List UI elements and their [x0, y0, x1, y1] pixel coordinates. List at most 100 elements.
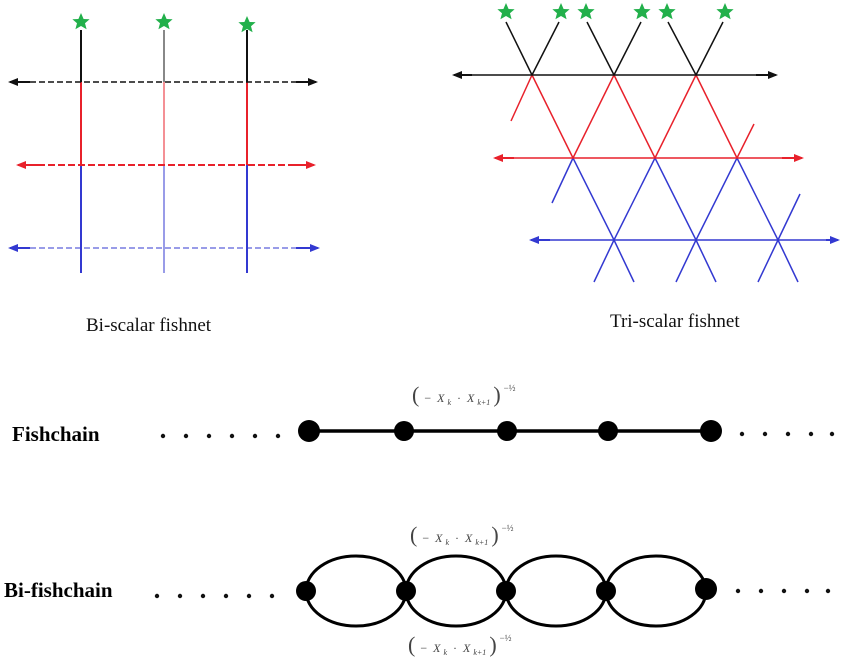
diagonal-line [654, 157, 697, 241]
chain-loop [504, 554, 608, 628]
ellipsis-dot [246, 593, 252, 599]
diagonal-line [777, 239, 799, 283]
ellipsis-dot [160, 433, 166, 439]
diagonal-line [736, 157, 779, 241]
diagonal-line [695, 21, 724, 76]
star-icon [716, 3, 734, 20]
diagonal-line [695, 74, 738, 159]
ellipsis-dot [200, 593, 206, 599]
chain-node [394, 421, 414, 441]
bi-scalar-horizontal-lines [8, 78, 320, 252]
bifishchain-left-dots [154, 593, 275, 599]
chain-node [296, 581, 316, 601]
ellipsis-dot [252, 433, 258, 439]
formula-minus: − [422, 531, 429, 545]
star-icon [552, 3, 570, 20]
diagonal-line [757, 239, 779, 283]
ellipsis-dot [735, 588, 741, 594]
star-icon [155, 13, 173, 30]
diagonal-line [572, 74, 615, 159]
formula-x: X [432, 641, 441, 655]
formula-close-paren: ) [493, 382, 500, 407]
fishchain-right-dots [739, 431, 835, 437]
chain-node [700, 420, 722, 442]
formula-open-paren: ( [410, 522, 417, 547]
ellipsis-dot [229, 433, 235, 439]
diagonal-line [613, 157, 656, 241]
formula-x: X [436, 391, 445, 405]
formula-x: X [462, 641, 471, 655]
chain-node [596, 581, 616, 601]
formula-minus: − [424, 391, 431, 405]
ellipsis-dot [781, 588, 787, 594]
diagonal-line [531, 74, 574, 159]
ellipsis-dot [154, 593, 160, 599]
formula-subscript: k+1 [477, 398, 490, 407]
svg-text:( − X: ( − X k · X k+1 ) −½ [410, 522, 514, 548]
diagonal-line [613, 74, 656, 159]
bifishchain-formula-top: ( − X k · X k+1 ) −½ [410, 522, 514, 548]
tri-scalar-red-diagonals [510, 74, 755, 159]
chain-loop [404, 554, 508, 628]
chain-loop [604, 554, 708, 628]
ellipsis-dot [804, 588, 810, 594]
svg-text:( − X: ( − X k · X k+1 ) −½ [408, 632, 512, 658]
formula-open-paren: ( [412, 382, 419, 407]
diagonal-line [505, 21, 533, 76]
diagonal-line [613, 239, 635, 283]
formula-dot: · [453, 641, 457, 655]
ellipsis-dot [275, 433, 281, 439]
fishchain-left-dots [160, 433, 281, 439]
formula-subscript: k [443, 648, 447, 657]
diagonal-line [551, 157, 574, 204]
chain-node [298, 420, 320, 442]
bi-scalar-stars [72, 13, 256, 33]
formula-dot: · [457, 391, 461, 405]
ellipsis-dot [825, 588, 831, 594]
tri-scalar-fishnet: Tri-scalar fishnet [452, 3, 840, 332]
tri-scalar-black-diagonals [505, 21, 724, 76]
formula-exponent: −½ [500, 633, 512, 643]
diagonal-line [572, 157, 615, 241]
chain-node [598, 421, 618, 441]
ellipsis-dot [206, 433, 212, 439]
formula-subscript: k+1 [475, 538, 488, 547]
star-icon [577, 3, 595, 20]
diagonal-line [695, 239, 717, 283]
formula-x: X [464, 531, 473, 545]
star-icon [658, 3, 676, 20]
fishchain-label: Fishchain [12, 422, 100, 446]
chain-loop [304, 554, 408, 628]
chain-node [396, 581, 416, 601]
bi-scalar-vertical-lines [80, 30, 248, 273]
formula-subscript: k [445, 538, 449, 547]
star-icon [72, 13, 90, 30]
diagonal-line [777, 193, 801, 241]
ellipsis-dot [177, 593, 183, 599]
tri-scalar-caption: Tri-scalar fishnet [610, 311, 740, 332]
star-icon [633, 3, 651, 20]
ellipsis-dot [739, 431, 745, 437]
bifishchain-diagram: Bi-fishchain ( − X k · X k+1 ) −½ [4, 522, 831, 658]
diagonal-line [695, 157, 738, 241]
diagonal-line [531, 21, 560, 76]
ellipsis-dot [808, 431, 814, 437]
bi-scalar-fishnet: Bi-scalar fishnet [8, 13, 320, 336]
diagonal-line [593, 239, 615, 283]
fishchain-formula: ( − X k · X k+1 ) −½ [412, 382, 516, 408]
tri-scalar-horizontal-lines [452, 71, 840, 244]
diagonal-line [654, 74, 697, 159]
ellipsis-dot [785, 431, 791, 437]
bifishchain-formula-bottom: ( − X k · X k+1 ) −½ [408, 632, 512, 658]
ellipsis-dot [223, 593, 229, 599]
formula-close-paren: ) [491, 522, 498, 547]
tri-scalar-stars [497, 3, 734, 20]
formula-subscript: k [447, 398, 451, 407]
ellipsis-dot [758, 588, 764, 594]
svg-text:( − X: ( − X k · X k+1 ) −½ [412, 382, 516, 408]
chain-node [695, 578, 717, 600]
star-icon [497, 3, 515, 20]
formula-minus: − [420, 641, 427, 655]
ellipsis-dot [762, 431, 768, 437]
